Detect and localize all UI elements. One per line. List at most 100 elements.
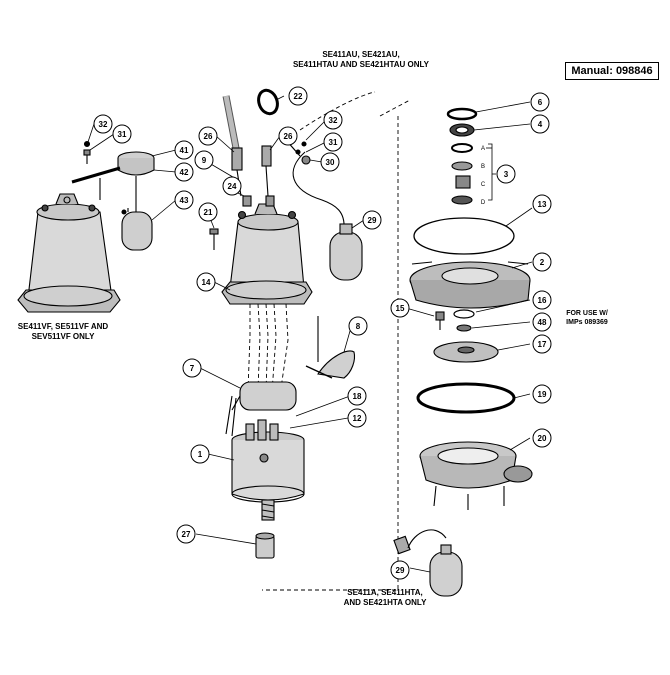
callout-20: 20 [538,434,547,443]
vf-pump-housing [17,193,121,313]
float-switch-top [285,139,363,281]
callout-15: 15 [396,304,405,313]
callout-19: 19 [538,390,547,399]
callout-circle [196,272,216,292]
callout-circle [174,190,194,210]
o-ring-large [416,382,516,414]
callout-22: 22 [294,92,303,101]
motor [231,419,305,521]
callout-14: 14 [202,278,211,287]
handle-bracket [305,316,356,379]
volute-cover [409,261,531,309]
callout-31: 31 [118,130,127,139]
callout-3: 3 [504,170,509,179]
capacitor [225,381,297,437]
callout-4: 4 [538,120,543,129]
callout-43: 43 [180,196,189,205]
callout-circle [112,124,132,144]
gasket [413,217,515,255]
callout-13: 13 [538,200,547,209]
callout-32: 32 [99,120,108,129]
callout-30: 30 [326,158,335,167]
note-a-models: SE411A, SE411HTA, AND SE421HTA ONLY [343,588,427,607]
callout-circle [347,408,367,428]
callout-circle [190,444,210,464]
callout-32: 32 [329,116,338,125]
callout-circle [532,428,552,448]
callout-circle [532,312,552,332]
leader-lines [87,95,533,573]
callout-circle [348,316,368,336]
seal-letter-d: D [481,200,486,206]
callout-29: 29 [396,566,405,575]
callout-2: 2 [540,258,545,267]
seal-letter-labels: A B C D [481,146,486,206]
callout-circle [182,358,202,378]
callout-circle [532,194,552,214]
seal-letter-c: C [481,182,486,188]
callout-27: 27 [182,530,191,539]
callout-circle [347,386,367,406]
seal-components [446,107,478,205]
callout-numbers: 32 31 41 42 43 22 26 26 32 31 30 9 24 21… [99,92,547,575]
callout-circle [530,114,550,134]
callout-circle [532,290,552,310]
main-pump-housing [221,195,313,305]
callout-circle [532,384,552,404]
callout-29: 29 [368,216,377,225]
seal-letter-a: A [481,146,485,152]
shaft-seal [255,532,275,559]
callout-circle [530,92,550,112]
callout-16: 16 [538,296,547,305]
callout-26: 26 [284,132,293,141]
callout-circle [198,202,218,222]
callout-circle [174,162,194,182]
callout-41: 41 [180,146,189,155]
callout-circle [362,210,382,230]
impeller-parts [433,309,499,363]
callout-7: 7 [190,364,195,373]
callout-circle [532,252,552,272]
callout-circle [496,164,516,184]
callout-18: 18 [353,392,362,401]
callout-12: 12 [353,414,362,423]
note-au-models: SE411AU, SE421AU, SE411HTAU AND SE421HTA… [292,50,430,69]
callout-6: 6 [538,98,543,107]
pump-base [419,441,533,510]
callout-circle [532,334,552,354]
callout-circle [278,126,298,146]
callout-8: 8 [356,322,361,331]
callouts [93,86,552,580]
note-vf-models: SE411VF, SE511VF AND SEV511VF ONLY [17,322,109,341]
callout-42: 42 [180,168,189,177]
manual-number-label: Manual: 098846 [565,62,659,80]
callout-21: 21 [204,208,213,217]
callout-1: 1 [198,450,203,459]
housing-screw [209,228,219,250]
callout-circle [320,152,340,172]
callout-24: 24 [228,182,237,191]
callout-48: 48 [538,318,547,327]
callout-circle [390,298,410,318]
callout-circle [323,110,343,130]
wiring-leader-lines [247,91,411,591]
vf-screws [83,140,127,215]
callout-9: 9 [202,156,207,165]
callout-circle [194,150,214,170]
float-switch-bottom [393,529,463,597]
callout-circle [198,126,218,146]
callout-26: 26 [204,132,213,141]
callout-17: 17 [538,340,547,349]
note-impeller-use: FOR USE W/ IMPs 089369 [566,310,608,326]
callout-circle [222,176,242,196]
callout-circle [323,132,343,152]
vf-float-switch [71,151,155,251]
o-ring [257,88,279,116]
callout-circle [93,114,113,134]
callout-circle [174,140,194,160]
callout-31: 31 [329,138,338,147]
seal-letter-b: B [481,164,485,170]
callout-circle [176,524,196,544]
